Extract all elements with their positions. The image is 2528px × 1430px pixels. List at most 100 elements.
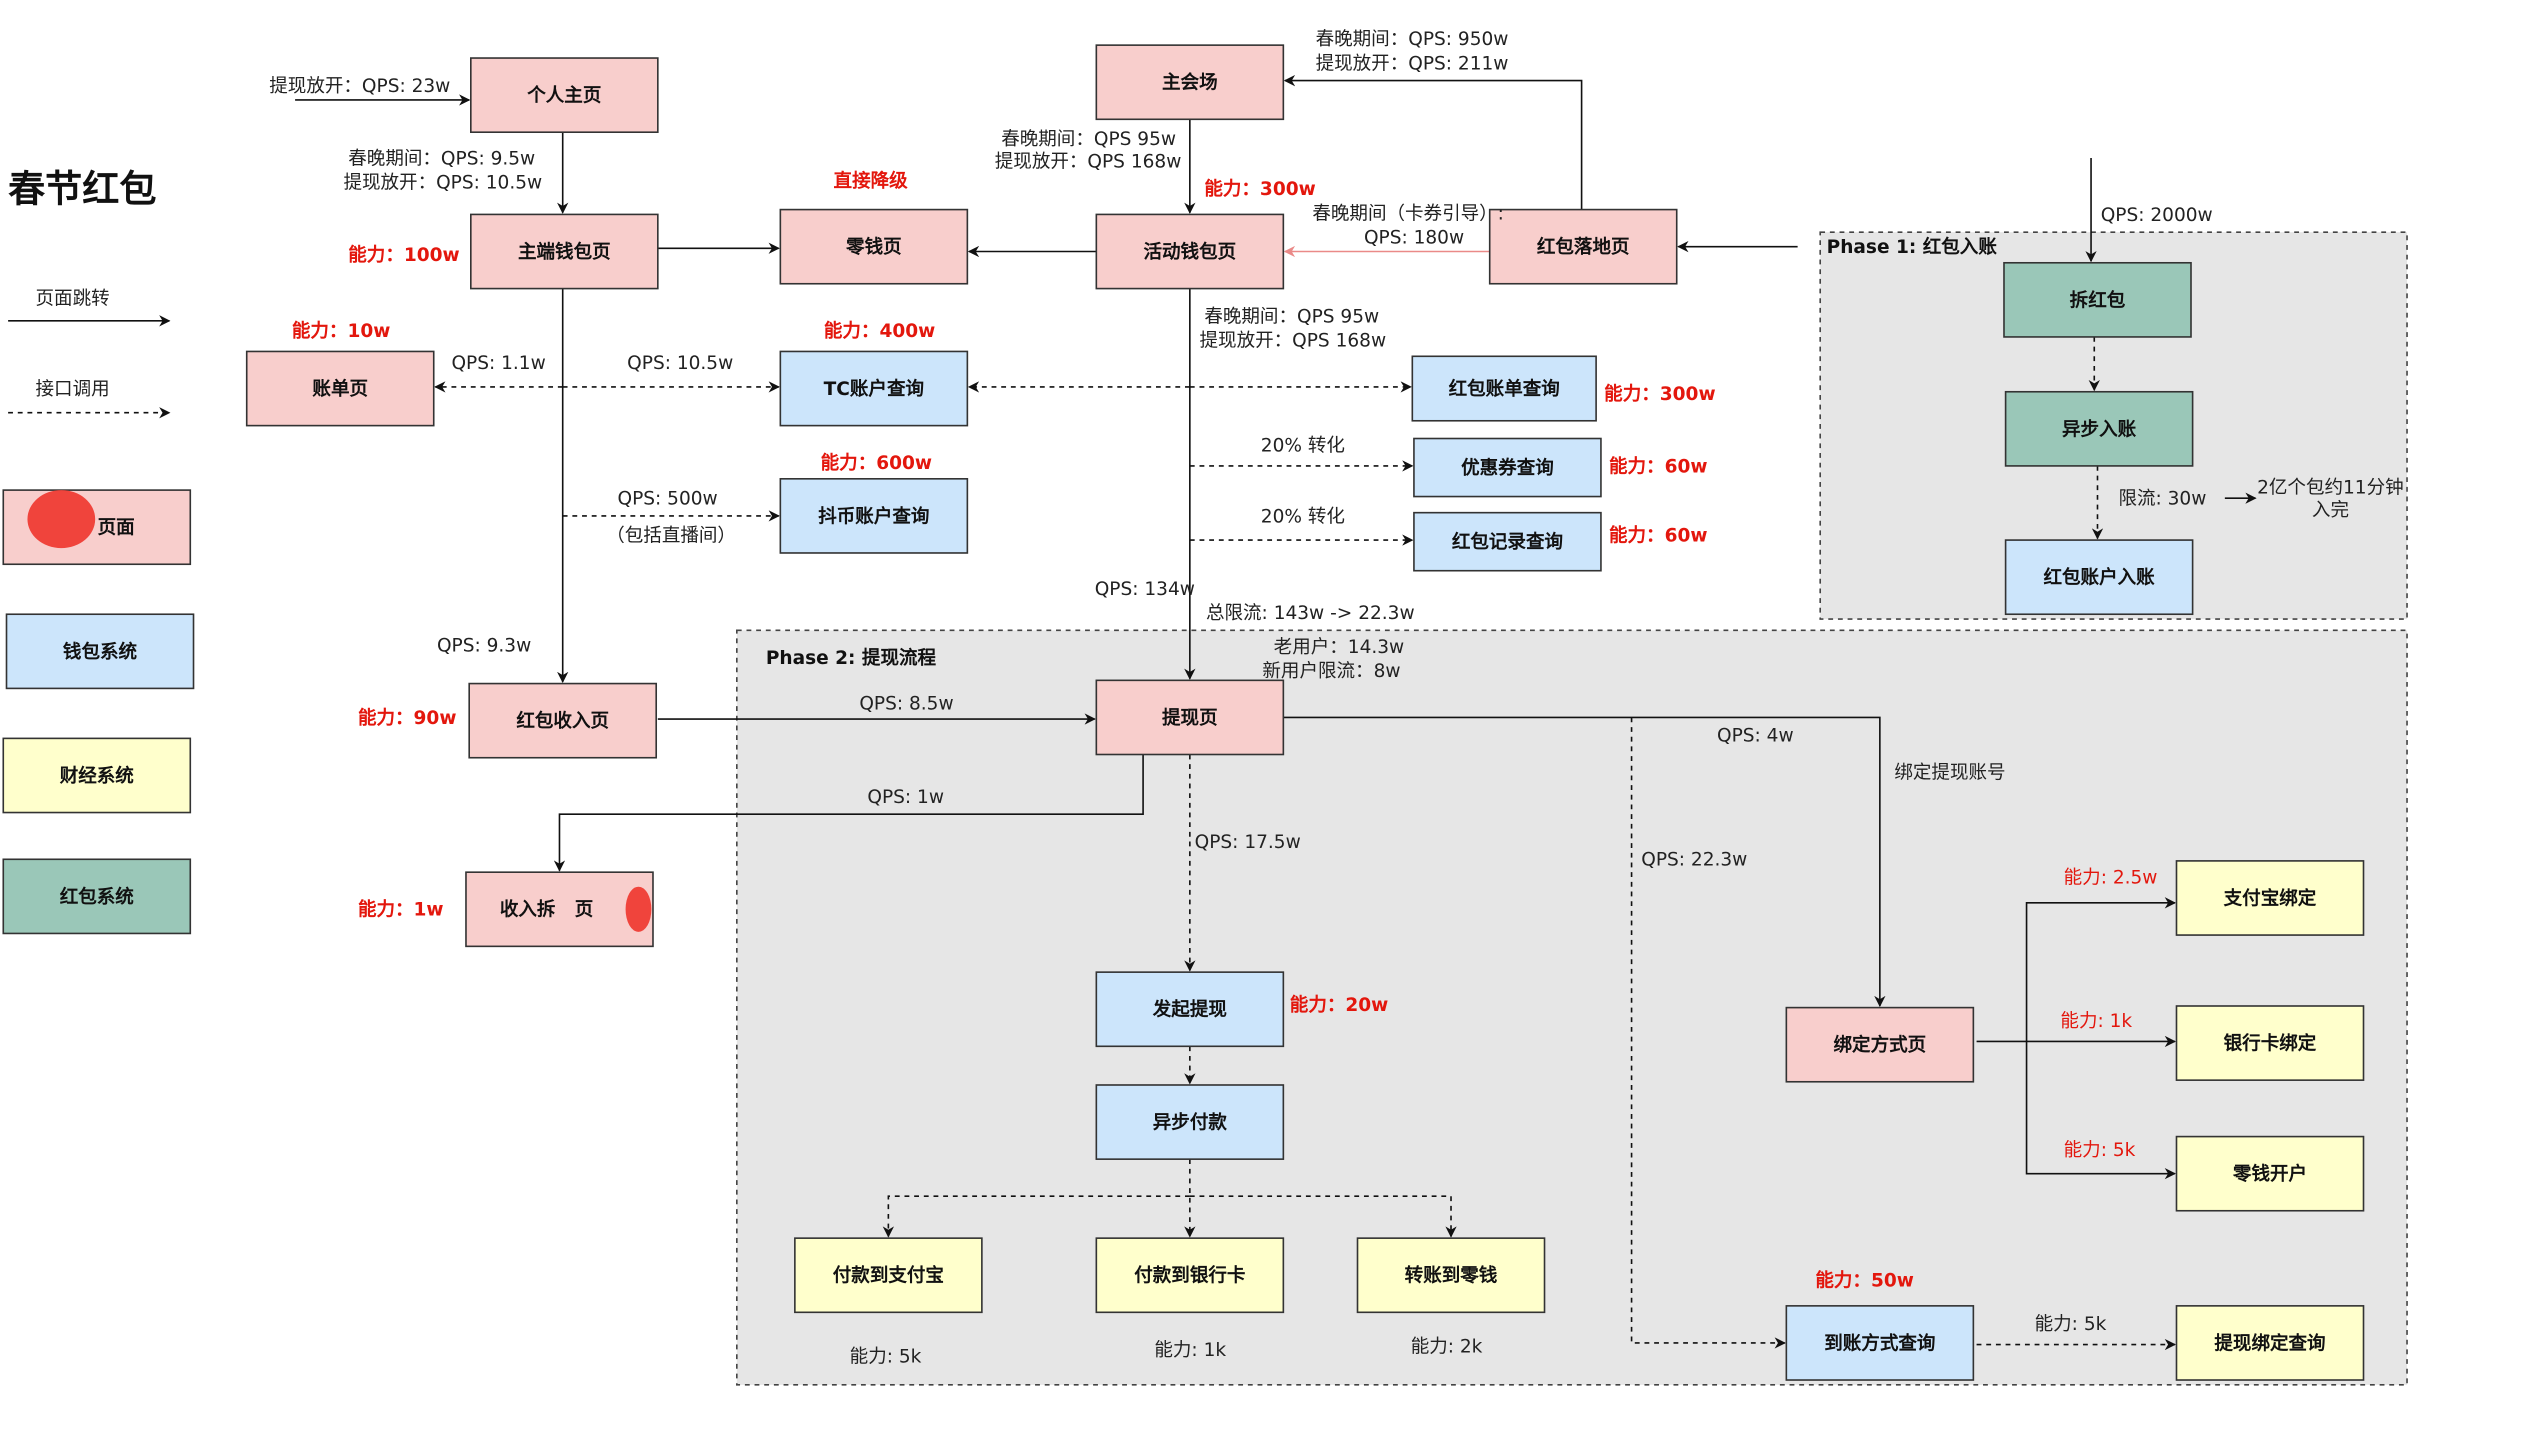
node-box[interactable] — [245, 350, 435, 427]
node-box[interactable] — [1785, 1305, 1975, 1381]
node-box[interactable] — [1095, 971, 1285, 1048]
node-wallet[interactable]: 发起提现 — [1095, 971, 1285, 1048]
page-jump-edge — [2025, 897, 2177, 1042]
node-box[interactable] — [1095, 1084, 1285, 1160]
node-finance[interactable]: 支付宝绑定 — [2175, 860, 2365, 936]
capacity-label: 能力：50w — [1815, 1270, 1914, 1292]
qps-label: （包括直播间） — [606, 526, 736, 547]
qps-label: 能力: 5k — [850, 1346, 922, 1367]
node-label: 活动钱包页 — [1144, 241, 1237, 263]
node-box[interactable] — [2004, 539, 2194, 616]
capacity-label: 能力：400w — [824, 320, 935, 342]
node-finance[interactable]: 银行卡绑定 — [2175, 1005, 2365, 1081]
node-box[interactable] — [468, 682, 658, 759]
node-box[interactable] — [2175, 1135, 2365, 1212]
node-wallet[interactable]: 抖币账户查询 — [779, 478, 969, 554]
node-finance[interactable]: 零钱开户 — [2175, 1135, 2365, 1212]
node-box[interactable] — [1356, 1237, 1546, 1314]
capacity-label: 能力：300w — [1204, 178, 1315, 200]
node-finance[interactable]: 提现绑定查询 — [2175, 1305, 2365, 1381]
qps-label: QPS: 1w — [867, 787, 944, 808]
page-jump-edge — [1283, 716, 1886, 1008]
capacity-label: 能力：100w — [348, 244, 459, 266]
diagram-title: 春节红包 — [8, 168, 156, 211]
node-box[interactable] — [1411, 355, 1597, 422]
qps-label: QPS: 2000w — [2101, 205, 2213, 226]
node-wallet[interactable]: 红包记录查询 — [1413, 511, 1602, 572]
qps-label: QPS: 10.5w — [627, 353, 733, 374]
node-box[interactable] — [779, 208, 969, 285]
node-wallet[interactable]: 红包账单查询 — [1411, 355, 1597, 422]
node-label: 红包收入页 — [516, 710, 609, 732]
node-page[interactable]: 个人主页 — [470, 57, 659, 134]
red-marker-dot — [625, 886, 652, 932]
node-box[interactable] — [1095, 1237, 1285, 1314]
node-label: 到账方式查询 — [1824, 1332, 1935, 1354]
node-box[interactable] — [1413, 437, 1602, 498]
node-label: TC账户查询 — [824, 378, 924, 400]
node-box[interactable] — [1095, 213, 1285, 290]
node-label: 发起提现 — [1152, 999, 1228, 1021]
node-finance[interactable]: 付款到银行卡 — [1095, 1237, 1285, 1314]
qps-label: QPS: 17.5w — [1195, 832, 1301, 853]
node-box[interactable] — [465, 871, 654, 948]
node-finance[interactable]: 转账到零钱 — [1356, 1237, 1546, 1314]
node-page[interactable]: 红包落地页 — [1488, 208, 1678, 285]
capacity-label: 能力：600w — [821, 452, 932, 474]
node-box[interactable] — [470, 57, 659, 134]
legend-item-label: 红包系统 — [60, 886, 135, 908]
node-box[interactable] — [2003, 261, 2192, 338]
node-label: 账单页 — [312, 378, 368, 400]
qps-label: 春晚期间：QPS 95w — [1001, 129, 1176, 150]
node-wallet[interactable]: 异步付款 — [1095, 1084, 1285, 1160]
node-box[interactable] — [2175, 1305, 2365, 1381]
node-box[interactable] — [2175, 860, 2365, 936]
legend-page-jump-label: 页面跳转 — [36, 289, 110, 310]
node-box[interactable] — [2004, 390, 2194, 467]
node-wallet[interactable]: 红包账户入账 — [2004, 539, 2194, 616]
node-box[interactable] — [779, 478, 969, 554]
node-redpacket[interactable]: 拆红包 — [2003, 261, 2192, 338]
node-page[interactable]: 提现页 — [1095, 679, 1285, 756]
page-jump-edge — [553, 754, 1144, 872]
node-page[interactable]: 账单页 — [245, 350, 435, 427]
node-box[interactable] — [470, 213, 659, 290]
qps-label: 能力: 2k — [1411, 1337, 1483, 1358]
node-label: 优惠券查询 — [1461, 457, 1554, 479]
node-label: 主端钱包页 — [518, 241, 611, 263]
qps-label: 能力: 1k — [1154, 1340, 1226, 1361]
node-box[interactable] — [1488, 208, 1678, 285]
node-page[interactable]: 活动钱包页 — [1095, 213, 1285, 290]
node-redpacket[interactable]: 异步入账 — [2004, 390, 2194, 467]
node-wallet[interactable]: 优惠券查询 — [1413, 437, 1602, 498]
node-page[interactable]: 红包收入页 — [468, 682, 658, 759]
node-page[interactable]: 收入拆 页 — [465, 871, 654, 948]
node-box[interactable] — [779, 350, 969, 427]
node-box[interactable] — [794, 1237, 983, 1314]
red-marker-dot — [27, 490, 96, 549]
node-page[interactable]: 绑定方式页 — [1785, 1006, 1975, 1083]
node-finance[interactable]: 付款到支付宝 — [794, 1237, 983, 1314]
node-box[interactable] — [1095, 44, 1285, 121]
qps-label: 入完 — [2312, 500, 2349, 521]
node-label: 红包账户入账 — [2044, 567, 2156, 589]
page-jump-edge — [1283, 74, 1583, 210]
node-page[interactable]: 零钱页 — [779, 208, 969, 285]
node-wallet[interactable]: 到账方式查询 — [1785, 1305, 1975, 1381]
node-wallet[interactable]: TC账户查询 — [779, 350, 969, 427]
node-page[interactable]: 主端钱包页 — [470, 213, 659, 290]
node-box[interactable] — [2175, 1005, 2365, 1081]
node-label: 付款到银行卡 — [1134, 1265, 1245, 1287]
qps-label: 提现放开：QPS 168w — [1200, 331, 1387, 352]
node-box[interactable] — [1785, 1006, 1975, 1083]
node-label: 绑定方式页 — [1834, 1034, 1927, 1056]
capacity-label: 能力：300w — [1604, 383, 1715, 405]
node-page[interactable]: 主会场 — [1095, 44, 1285, 121]
node-box[interactable] — [1413, 511, 1602, 572]
node-box[interactable] — [1095, 679, 1285, 756]
legend-item-label: 钱包系统 — [63, 641, 138, 663]
node-label: 零钱开户 — [2232, 1163, 2307, 1185]
qps-label: 提现放开：QPS: 211w — [1316, 53, 1509, 74]
